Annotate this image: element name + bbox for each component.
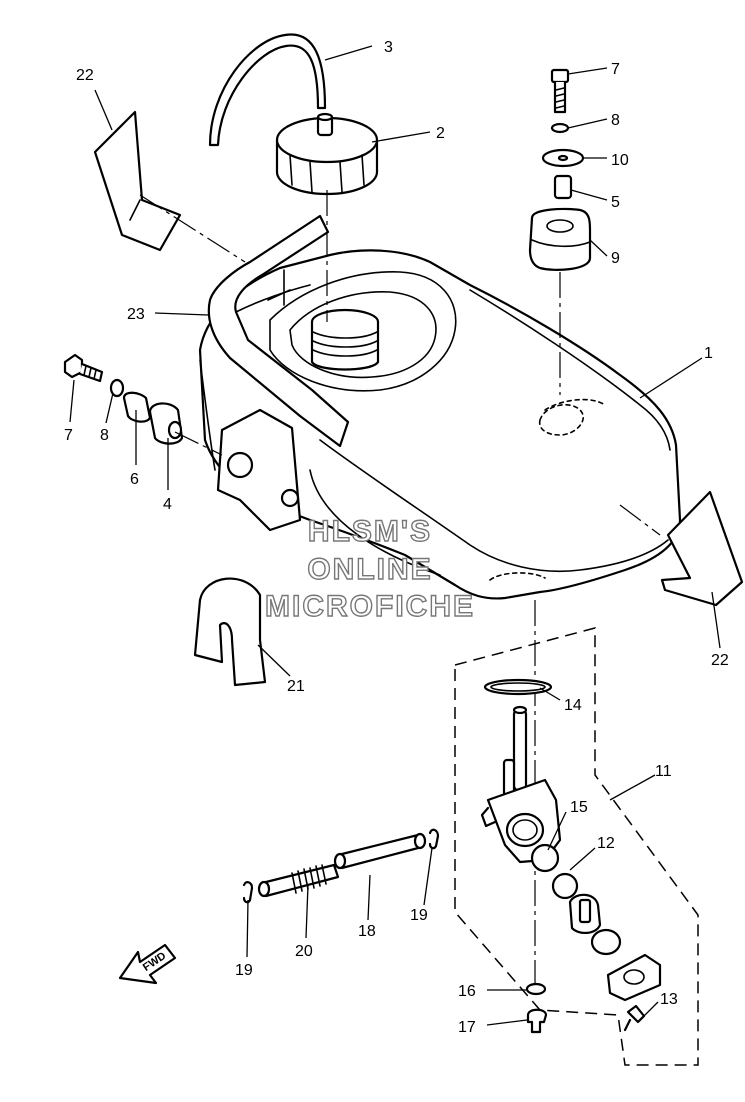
watermark-line-2: ONLINE — [307, 553, 432, 586]
watermark: HLSM'S ONLINE MICROFICHE — [264, 514, 475, 623]
o-ring — [483, 678, 553, 696]
callout-17: 17 — [458, 1019, 476, 1036]
callout-labels: 3 2 7 8 10 5 9 1 22 23 7 8 6 4 22 21 14 … — [64, 39, 729, 1036]
callout-20: 20 — [295, 943, 313, 960]
rubber-seat-right — [660, 490, 744, 607]
forward-direction-arrow: FWD — [118, 943, 177, 985]
fuel-line — [242, 828, 440, 904]
leader-lines — [69, 45, 721, 1026]
tank-guard-frame — [207, 214, 350, 448]
callout-8-right: 8 — [611, 112, 620, 129]
clamp — [193, 577, 267, 687]
callout-2: 2 — [436, 125, 445, 142]
fuel-cock — [480, 705, 662, 1002]
callout-16: 16 — [458, 983, 476, 1000]
callout-19-left: 19 — [235, 962, 253, 979]
callout-7-right: 7 — [611, 61, 620, 78]
rubber-seat-left — [93, 110, 182, 252]
callout-19-right: 19 — [410, 907, 428, 924]
callout-14: 14 — [564, 697, 582, 714]
callout-4: 4 — [163, 496, 172, 513]
callout-13: 13 — [660, 991, 678, 1008]
washer-16 — [525, 982, 547, 996]
screw-13 — [623, 1004, 646, 1032]
callout-3: 3 — [384, 39, 393, 56]
callout-15: 15 — [570, 799, 588, 816]
callout-5: 5 — [611, 194, 620, 211]
callout-11: 11 — [655, 763, 672, 780]
callout-23: 23 — [127, 306, 145, 323]
callout-22-right: 22 — [711, 652, 729, 669]
watermark-line-3: MICROFICHE — [265, 590, 475, 623]
callout-1: 1 — [704, 345, 713, 362]
fuel-cap — [275, 112, 379, 196]
callout-10: 10 — [611, 152, 629, 169]
screw-17 — [526, 1008, 548, 1034]
callout-12: 12 — [597, 835, 615, 852]
breather-hose — [208, 33, 327, 147]
fuel-tank — [198, 249, 682, 600]
top-mount-hardware — [528, 68, 592, 271]
callout-22-left: 22 — [76, 67, 94, 84]
watermark-line-1: HLSM'S — [308, 515, 432, 548]
callout-21: 21 — [287, 678, 305, 695]
side-mount-hardware — [63, 353, 184, 445]
callout-7-left: 7 — [64, 427, 73, 444]
callout-18: 18 — [358, 923, 376, 940]
callout-6: 6 — [130, 471, 139, 488]
callout-8-left: 8 — [100, 427, 109, 444]
callout-9: 9 — [611, 250, 620, 267]
petcock-assembly-outline — [454, 627, 699, 1066]
